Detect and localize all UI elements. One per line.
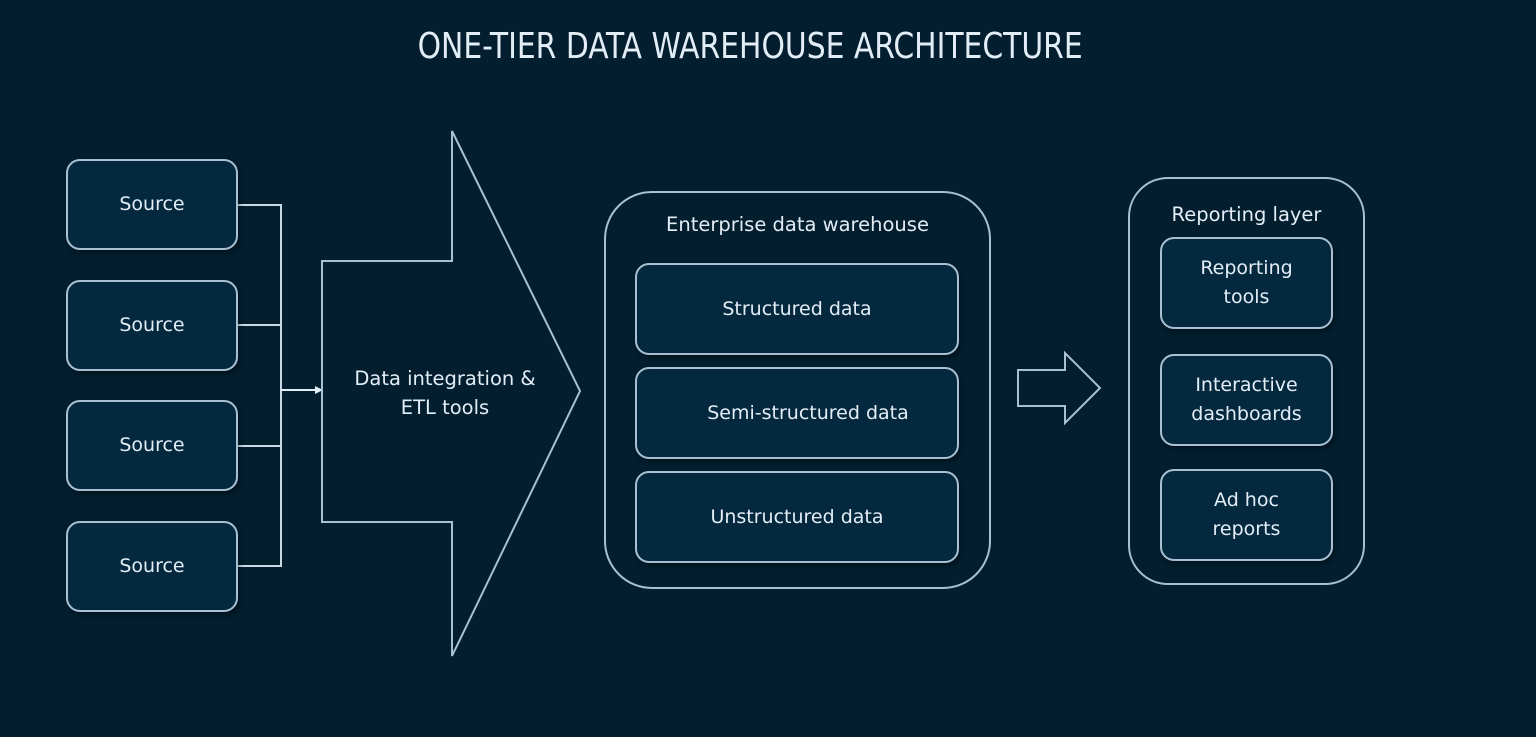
source-label: Source — [119, 555, 185, 577]
warehouse-item-label: Structured data — [722, 297, 872, 320]
reporting-item-line1: Interactive — [1195, 374, 1298, 396]
reporting-item-adhoc: Ad hoc reports — [1160, 469, 1333, 561]
warehouse-item-label: Semi-structured data — [707, 401, 909, 424]
reporting-item-line1: Reporting — [1200, 257, 1293, 279]
etl-block-arrow-icon — [321, 130, 582, 657]
source-box: Source — [66, 280, 238, 371]
reporting-item-tools: Reporting tools — [1160, 237, 1333, 329]
source-box: Source — [66, 400, 238, 491]
etl-label-line2: ETL tools — [400, 396, 490, 419]
reporting-item-line2: reports — [1212, 518, 1281, 540]
source-label: Source — [119, 193, 185, 215]
reporting-item-line1: Ad hoc — [1214, 489, 1279, 511]
reporting-title: Reporting layer — [1171, 203, 1322, 226]
reporting-item-line2: tools — [1223, 286, 1270, 308]
source-label: Source — [119, 434, 185, 456]
warehouse-item-semi-structured: Semi-structured data — [635, 367, 959, 459]
source-box: Source — [66, 159, 238, 250]
diagram-title: ONE-TIER DATA WAREHOUSE ARCHITECTURE — [417, 26, 1083, 67]
warehouse-item-structured: Structured data — [635, 263, 959, 355]
etl-label-line1: Data integration & — [354, 367, 536, 390]
reporting-item-dashboards: Interactive dashboards — [1160, 354, 1333, 446]
reporting-item-line2: dashboards — [1191, 403, 1302, 425]
source-box: Source — [66, 521, 238, 612]
warehouse-title: Enterprise data warehouse — [666, 213, 929, 236]
warehouse-item-unstructured: Unstructured data — [635, 471, 959, 563]
source-label: Source — [119, 314, 185, 336]
connector-source-1 — [238, 204, 282, 567]
warehouse-item-label: Unstructured data — [710, 505, 884, 528]
arrow-right-outline-icon — [1017, 350, 1102, 426]
etl-label: Data integration & ETL tools — [330, 364, 560, 422]
